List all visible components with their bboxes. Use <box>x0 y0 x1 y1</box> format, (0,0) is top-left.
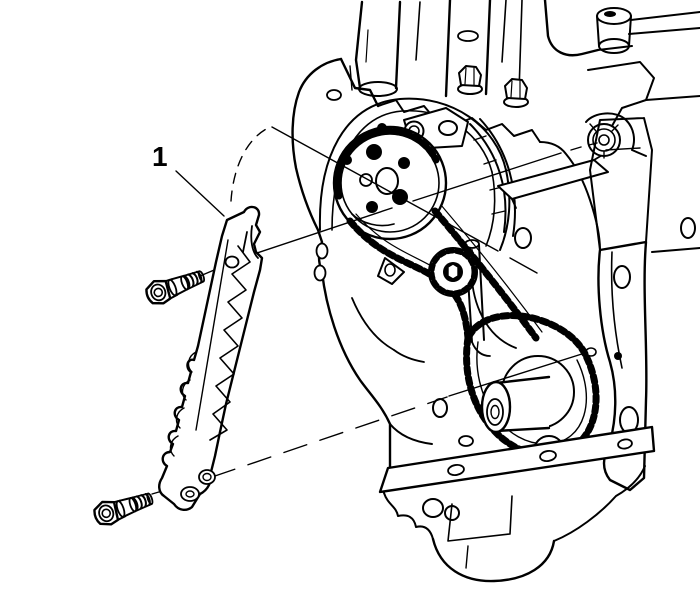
guide-bolt-lower <box>90 485 157 530</box>
guide-foot-pad <box>180 486 200 502</box>
flange-bolt-left <box>457 65 483 95</box>
callout-1-number: 1 <box>152 141 168 172</box>
idler-sprocket <box>428 247 478 297</box>
callout-leader-line <box>175 170 225 217</box>
timing-chain-guide <box>158 205 264 512</box>
guide-bolt-upper <box>142 262 209 309</box>
lower-bolt-axis-line-dashed <box>211 396 448 478</box>
crankshaft-snout <box>480 375 551 434</box>
flange-bolt-right <box>503 78 529 108</box>
callout-1: 1 <box>152 141 168 172</box>
engine-top-tubes <box>354 0 529 108</box>
guide-upper-bolt-hole <box>224 255 240 269</box>
lower-bolt-hole-target <box>585 347 597 357</box>
guide-truss-zigzag <box>209 245 251 441</box>
guide-spring-coils <box>169 351 197 457</box>
lower-bolt-axis-line-end <box>448 352 586 397</box>
guide-body <box>158 205 264 512</box>
alignment-line-upper <box>271 126 538 274</box>
guide-lower-bolt-hole <box>198 469 216 485</box>
sealing-plug <box>585 112 647 159</box>
oil-pan-rail <box>378 425 656 583</box>
chain-wrap <box>333 127 440 200</box>
guide-path-dashed-arc <box>230 127 269 202</box>
guide-inner-rail <box>195 239 229 431</box>
engine-top-right-boss <box>543 0 700 127</box>
engine-assembly <box>291 0 700 583</box>
engine-right-pillar <box>589 117 700 492</box>
guide-hook-line <box>242 225 259 259</box>
